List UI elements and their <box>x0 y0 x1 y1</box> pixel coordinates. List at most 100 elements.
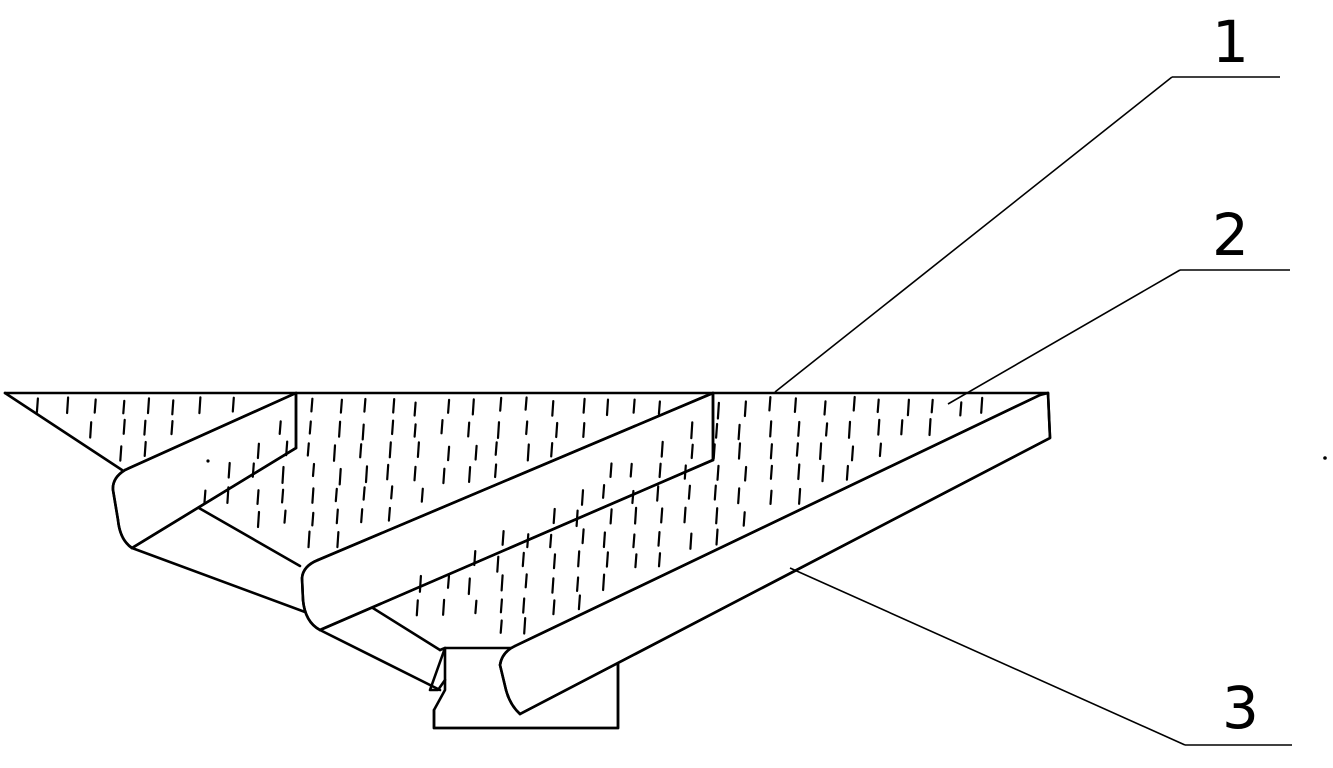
shading-tick <box>550 442 554 458</box>
shading-tick <box>657 530 661 547</box>
shading-tick <box>877 418 881 436</box>
shading-tick <box>878 442 883 458</box>
shading-tick <box>716 401 721 420</box>
shading-tick <box>413 401 417 417</box>
top-surface <box>3 391 1050 652</box>
shading-tick <box>577 550 581 568</box>
shading-tick <box>769 464 774 480</box>
shading-tick <box>359 443 363 459</box>
shading-tick <box>119 445 123 462</box>
shading-tick <box>278 420 282 435</box>
shading-tick <box>390 485 394 500</box>
shading-tick <box>526 533 530 549</box>
shading-tick <box>226 486 230 504</box>
shading-tick <box>737 423 741 441</box>
shading-tick <box>413 423 417 438</box>
shading-tick <box>575 509 579 528</box>
shading-tick <box>555 421 559 439</box>
shading-tick <box>823 400 827 416</box>
shading-tick <box>605 551 610 568</box>
shading-tick <box>467 577 471 596</box>
shading-tick <box>797 463 801 481</box>
shading-tick <box>631 489 635 505</box>
shading-tick <box>471 398 475 416</box>
shading-tick <box>501 529 505 546</box>
shading-tick <box>818 442 823 461</box>
shading-tick <box>715 528 719 546</box>
shading-tick <box>657 552 662 568</box>
shading-tick <box>143 419 147 436</box>
shading-tick <box>336 530 340 549</box>
shading-tick <box>143 440 147 457</box>
shading-tick <box>494 463 498 479</box>
shading-tick <box>601 484 606 499</box>
shading-tick <box>93 398 97 414</box>
shading-tick <box>281 488 285 504</box>
leader-line-2 <box>947 269 1181 405</box>
shading-tick <box>308 420 312 435</box>
shading-tick <box>496 421 501 439</box>
shading-tick <box>334 487 338 503</box>
shading-tick <box>442 467 446 485</box>
shading-tick <box>797 420 801 437</box>
shading-tick <box>146 397 151 415</box>
shading-tick <box>251 462 255 478</box>
rib-left <box>111 391 307 614</box>
shading-tick <box>737 442 742 460</box>
shading-tick <box>360 508 364 524</box>
shading-tick <box>769 443 774 460</box>
shading-tick <box>386 463 390 481</box>
shading-tick <box>552 599 556 616</box>
shading-tick <box>338 467 342 486</box>
shading-tick <box>499 396 503 412</box>
shading-tick <box>660 440 664 458</box>
shading-tick <box>629 462 633 478</box>
stray-dot-small <box>206 459 210 463</box>
shading-tick <box>900 419 904 436</box>
shading-tick <box>467 421 471 438</box>
shading-tick <box>632 533 636 549</box>
shading-tick <box>633 506 638 525</box>
shading-tick <box>690 443 694 460</box>
shading-tick <box>413 465 417 482</box>
shading-tick <box>683 506 687 524</box>
shading-tick <box>793 397 798 413</box>
rib-middle <box>300 391 715 692</box>
leader-line-3 <box>789 567 1186 746</box>
shading-tick <box>551 577 555 594</box>
shading-tick <box>821 464 825 483</box>
shading-tick <box>388 441 392 459</box>
shading-tick <box>310 397 314 413</box>
shading-tick <box>227 461 231 479</box>
shading-tick <box>928 418 932 437</box>
shading-tick <box>522 597 526 614</box>
shading-tick <box>231 396 235 413</box>
shading-tick <box>582 422 586 438</box>
shading-tick <box>65 396 70 415</box>
leader-lines <box>774 76 1292 746</box>
shading-tick <box>391 419 395 436</box>
shading-tick <box>496 555 500 573</box>
shading-tick <box>660 507 664 524</box>
shading-tick <box>500 574 504 592</box>
shading-tick <box>415 599 419 617</box>
callout-label-1: 1 <box>1212 8 1249 76</box>
shading-tick <box>256 442 260 460</box>
shading-tick <box>959 401 963 417</box>
shading-tick <box>687 484 692 500</box>
shading-tick <box>447 445 451 462</box>
shading-tick <box>364 465 369 484</box>
shading-tick <box>35 397 40 414</box>
shading-tick <box>716 464 720 481</box>
leader-line-1 <box>774 76 1173 393</box>
shading-tick <box>446 574 451 589</box>
shading-tick <box>311 462 316 478</box>
shading-tick <box>549 533 553 549</box>
shading-tick <box>311 487 315 504</box>
shading-tick <box>712 443 716 460</box>
shading-tick <box>524 396 528 411</box>
shading-tick <box>122 418 126 435</box>
shading-tick <box>577 594 582 611</box>
shading-tick <box>256 489 260 505</box>
